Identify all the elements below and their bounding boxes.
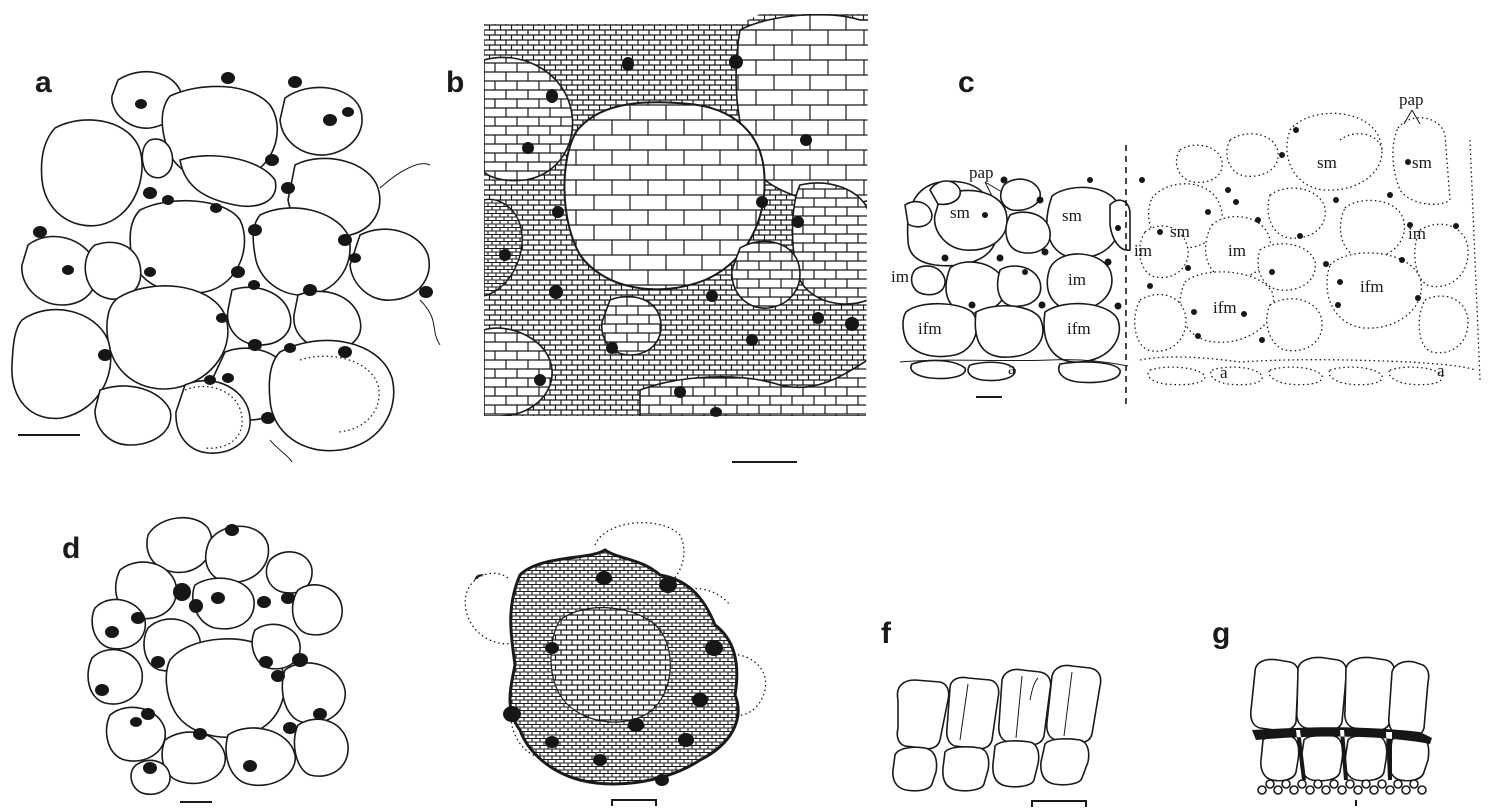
panel-g-cells <box>1251 657 1429 780</box>
panel-f-scale-bar <box>1032 801 1086 807</box>
label-ifm-4: ifm <box>1360 277 1384 296</box>
panel-c: c <box>891 66 1480 404</box>
panel-g-letter: g <box>1212 617 1230 650</box>
panel-d-letter: d <box>62 532 80 565</box>
label-sm-4: sm <box>1317 153 1337 172</box>
panel-a-letter: a <box>35 66 52 99</box>
panel-g-small-cells <box>1258 780 1426 794</box>
panel-g: g <box>1212 617 1432 806</box>
panel-e-core <box>551 608 670 722</box>
panel-b: b <box>446 14 870 462</box>
panel-b-section <box>484 14 870 416</box>
panel-f-letter: f <box>881 617 892 650</box>
panel-a-cells <box>12 72 440 462</box>
panel-a: a <box>12 66 440 462</box>
label-a-1: a <box>1008 359 1016 378</box>
label-a-2: a <box>1220 363 1228 382</box>
panel-f: f <box>881 617 1101 807</box>
label-im-5: im <box>1408 224 1426 243</box>
label-im-3: im <box>1134 241 1152 260</box>
panel-e: e <box>465 523 765 806</box>
panel-f-cells <box>893 665 1101 790</box>
label-sm-1: sm <box>950 203 970 222</box>
label-sm-5: sm <box>1412 153 1432 172</box>
label-sm-3: sm <box>1170 222 1190 241</box>
label-im-2: im <box>1068 270 1086 289</box>
label-sm-2: sm <box>1062 206 1082 225</box>
label-ifm-3: ifm <box>1213 298 1237 317</box>
label-im-1: im <box>891 267 909 286</box>
panel-c-letter: c <box>958 66 975 99</box>
panel-d-cells <box>88 518 348 795</box>
label-pap-right: pap <box>1399 90 1424 109</box>
panel-c-solid-cells <box>900 179 1130 382</box>
label-a-3: a <box>1437 361 1445 380</box>
panel-e-scale-bar <box>612 800 656 806</box>
label-ifm-1: ifm <box>918 319 942 338</box>
label-ifm-2: ifm <box>1067 319 1091 338</box>
label-im-4: im <box>1228 241 1246 260</box>
panel-b-letter: b <box>446 66 464 99</box>
panel-d: d <box>62 518 348 802</box>
label-pap-left: pap <box>969 163 994 182</box>
